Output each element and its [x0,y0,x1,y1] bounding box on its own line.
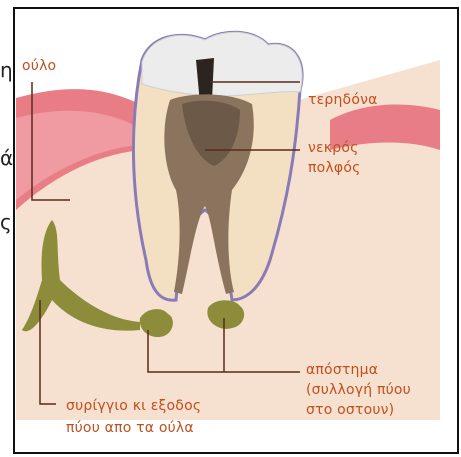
label-necrotic-pulp-2: πολφός [308,160,361,177]
label-fistula-1: συρίγγιο κι εξοδος [66,398,201,415]
label-abscess-1: απόστημα [306,362,378,379]
label-abscess-3: στο οστουν) [306,402,394,419]
label-decay: τερηδόνα [308,92,378,109]
label-necrotic-pulp-1: νεκρός [308,140,359,157]
enamel-crown [142,32,302,96]
label-gum: ούλο [22,58,56,75]
edge-text-1: η [0,58,14,82]
edge-text-3: ς [0,210,14,234]
edge-text-2: ά [0,146,14,170]
label-fistula-2: πύου απο τα ούλα [66,420,194,437]
label-abscess-2: (συλλογή πύου [306,382,411,399]
